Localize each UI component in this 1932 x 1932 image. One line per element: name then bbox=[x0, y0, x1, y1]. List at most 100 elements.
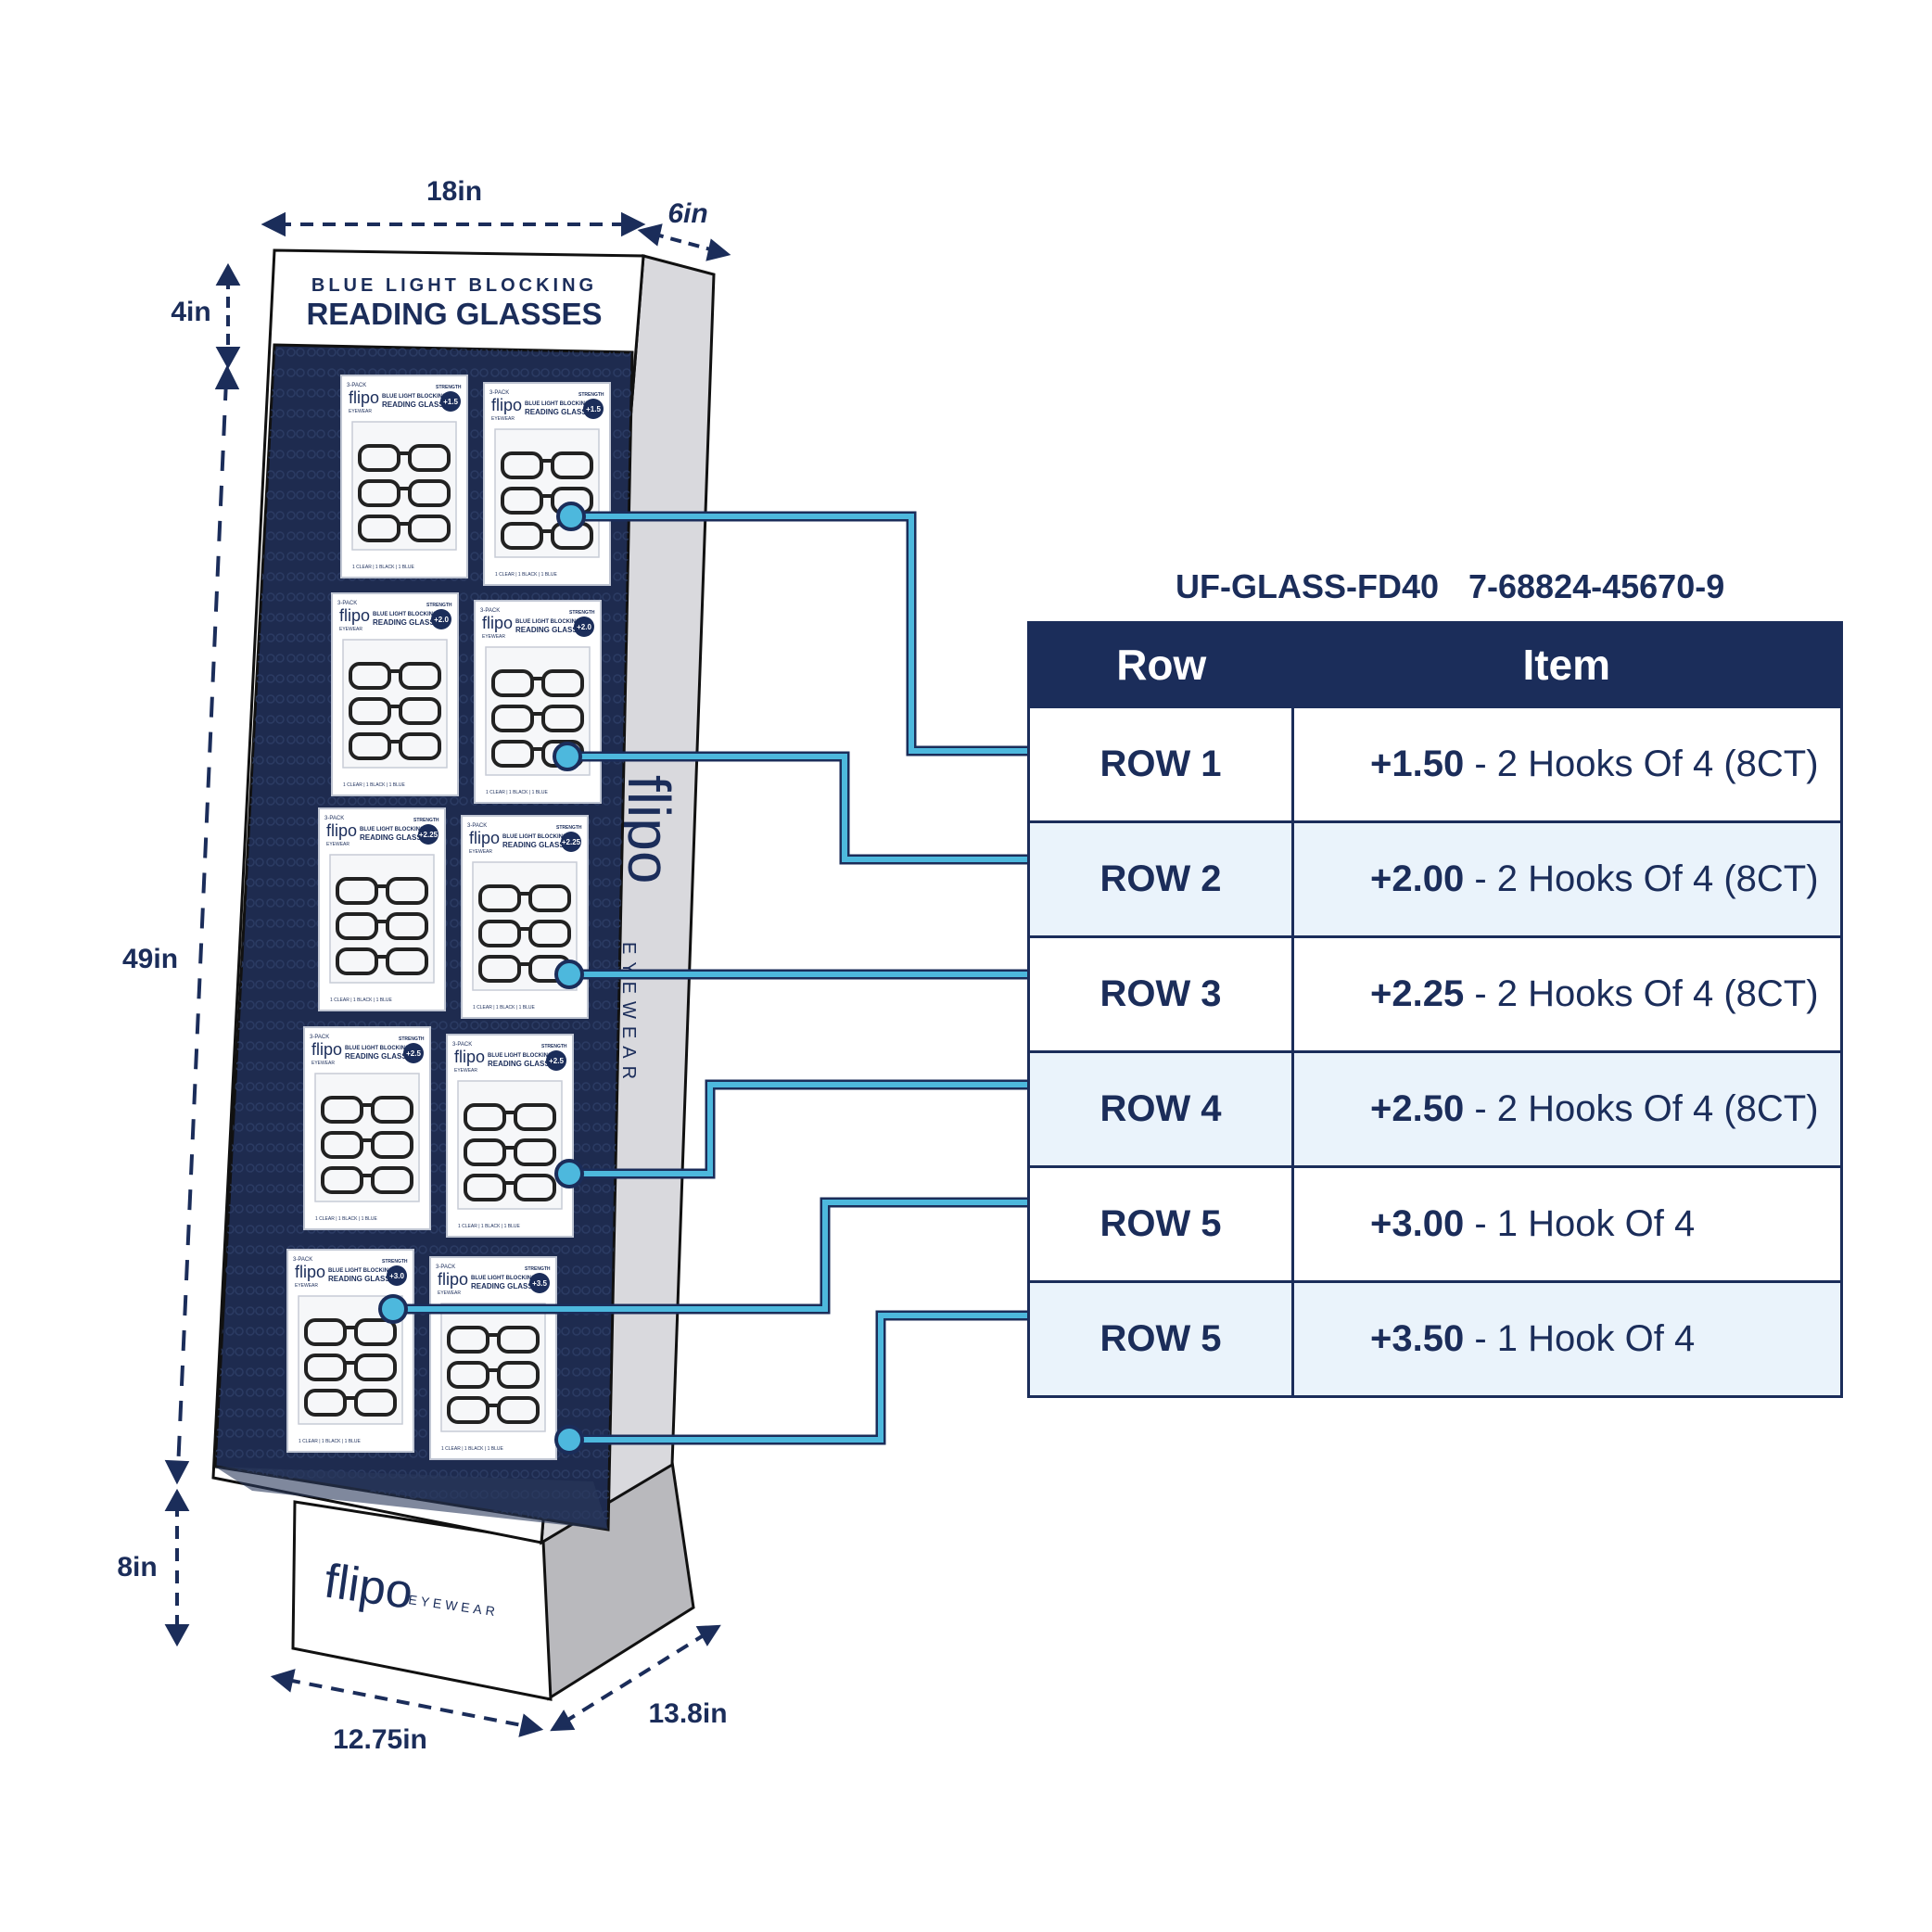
package-title2: READING GLASSES bbox=[515, 626, 588, 634]
package-brand-sub: EYEWEAR bbox=[454, 1068, 477, 1074]
item-strength: +3.00 bbox=[1370, 1203, 1465, 1244]
connectors-group bbox=[378, 502, 1027, 1455]
table-cell-row: ROW 5 bbox=[1028, 1280, 1294, 1397]
package-strength-label: STRENGTH bbox=[525, 1266, 551, 1272]
item-strength: +2.25 bbox=[1370, 973, 1465, 1014]
package-footer: 1 CLEAR | 1 BLACK | 1 BLUE bbox=[458, 1224, 520, 1229]
strength-value: +2.5 bbox=[549, 1057, 564, 1065]
strength-value: +3.0 bbox=[389, 1272, 404, 1280]
table-cell-row: ROW 2 bbox=[1028, 820, 1294, 937]
package-title1: BLUE LIGHT BLOCKING bbox=[502, 834, 567, 840]
package-brand: flipo bbox=[339, 606, 370, 625]
connector-line bbox=[554, 1310, 1027, 1455]
package-footer: 1 CLEAR | 1 BLACK | 1 BLUE bbox=[315, 1216, 377, 1222]
package-window bbox=[329, 854, 435, 984]
hook-marker bbox=[554, 1159, 584, 1188]
table-header-row-col: Row bbox=[1028, 622, 1293, 707]
hook-marker bbox=[554, 960, 584, 989]
bottom-tray bbox=[215, 1467, 608, 1530]
package-window bbox=[351, 421, 457, 551]
package-title2: READING GLASSES bbox=[525, 408, 597, 416]
package-title1: BLUE LIGHT BLOCKING bbox=[373, 612, 438, 617]
item-strength: +1.50 bbox=[1370, 744, 1465, 784]
strength-value: +2.0 bbox=[434, 616, 449, 624]
package-brand: flipo bbox=[295, 1263, 325, 1281]
strength-badge bbox=[583, 399, 604, 419]
table-cell-row: ROW 5 bbox=[1028, 1165, 1294, 1282]
glasses-icon bbox=[349, 732, 441, 760]
hook-marker bbox=[554, 1425, 584, 1455]
connector-line bbox=[553, 742, 1027, 865]
table-cell-item: +1.50 - 2 Hooks Of 4 (8CT) bbox=[1292, 705, 1842, 822]
connector-line bbox=[378, 1197, 1027, 1324]
item-strength: +2.00 bbox=[1370, 858, 1465, 899]
package-strength-label: STRENGTH bbox=[399, 1036, 425, 1042]
package-pack-label: 3-PACK bbox=[489, 390, 509, 396]
package-window bbox=[440, 1303, 546, 1432]
table-cell-item: +2.25 - 2 Hooks Of 4 (8CT) bbox=[1292, 935, 1842, 1052]
package-pack-label: 3-PACK bbox=[324, 816, 344, 821]
package-title1: BLUE LIGHT BLOCKING bbox=[382, 394, 447, 400]
connector-line bbox=[556, 502, 1027, 756]
package-pack-label: 3-PACK bbox=[436, 1265, 455, 1270]
package-title1: BLUE LIGHT BLOCKING bbox=[488, 1053, 553, 1059]
sku-code: UF-GLASS-FD40 bbox=[1176, 567, 1440, 605]
dim-base-width: 12.75in bbox=[333, 1724, 427, 1755]
package-window bbox=[494, 428, 600, 558]
product-codes: UF-GLASS-FD40 7-68824-45670-9 bbox=[1176, 567, 1862, 610]
package-brand-sub: EYEWEAR bbox=[295, 1283, 318, 1289]
package-footer: 1 CLEAR | 1 BLACK | 1 BLUE bbox=[473, 1005, 535, 1010]
package-pack-label: 3-PACK bbox=[310, 1035, 329, 1040]
item-desc: - 1 Hook Of 4 bbox=[1464, 1318, 1696, 1359]
table-row: ROW 2 +2.00 - 2 Hooks Of 4 (8CT) bbox=[1028, 820, 1842, 937]
dimension-lines bbox=[164, 211, 731, 1737]
dim-depth-top: 6in bbox=[667, 198, 707, 229]
package-brand-sub: EYEWEAR bbox=[326, 842, 350, 847]
glasses-icon bbox=[304, 1354, 397, 1381]
dim-base-height: 8in bbox=[117, 1552, 157, 1582]
table-row: ROW 4 +2.50 - 2 Hooks Of 4 (8CT) bbox=[1028, 1050, 1842, 1167]
package-brand: flipo bbox=[482, 614, 513, 632]
package-title1: BLUE LIGHT BLOCKING bbox=[360, 827, 425, 833]
glasses-icon bbox=[304, 1318, 397, 1346]
item-strength: +2.50 bbox=[1370, 1088, 1465, 1129]
strength-value: +2.25 bbox=[419, 831, 439, 839]
package-title2: READING GLASSES bbox=[345, 1052, 417, 1061]
glasses-icon bbox=[358, 479, 451, 507]
glasses-icon bbox=[321, 1096, 413, 1124]
package-strength-label: STRENGTH bbox=[556, 825, 582, 831]
glasses-icon bbox=[321, 1166, 413, 1194]
table-cell-row: ROW 3 bbox=[1028, 935, 1294, 1052]
table-cell-row: ROW 1 bbox=[1028, 705, 1294, 822]
dim-width-top: 18in bbox=[426, 176, 482, 207]
item-desc: - 2 Hooks Of 4 (8CT) bbox=[1464, 1088, 1819, 1129]
strength-badge bbox=[403, 1043, 424, 1063]
package-brand-sub: EYEWEAR bbox=[438, 1290, 461, 1296]
glasses-icon bbox=[447, 1361, 540, 1389]
glasses-icon bbox=[464, 1138, 556, 1166]
item-strength: +3.50 bbox=[1370, 1318, 1465, 1359]
strength-value: +1.5 bbox=[443, 398, 458, 406]
strength-badge bbox=[574, 616, 594, 637]
side-logo: flipo bbox=[616, 775, 682, 883]
glasses-icon bbox=[464, 1103, 556, 1131]
hook-marker bbox=[553, 742, 582, 771]
hook-marker bbox=[556, 502, 586, 531]
table-cell-item: +3.00 - 1 Hook Of 4 bbox=[1292, 1165, 1842, 1282]
glasses-icon bbox=[349, 697, 441, 725]
table-row: ROW 1 +1.50 - 2 Hooks Of 4 (8CT) bbox=[1028, 705, 1842, 822]
glasses-icon bbox=[447, 1326, 540, 1354]
item-desc: - 2 Hooks Of 4 (8CT) bbox=[1464, 744, 1819, 784]
package-brand-sub: EYEWEAR bbox=[482, 634, 505, 640]
package-brand-sub: EYEWEAR bbox=[491, 416, 515, 422]
package-title1: BLUE LIGHT BLOCKING bbox=[345, 1046, 410, 1051]
package-window bbox=[457, 1080, 563, 1210]
glasses-icon bbox=[491, 705, 584, 732]
strength-badge bbox=[529, 1273, 550, 1293]
